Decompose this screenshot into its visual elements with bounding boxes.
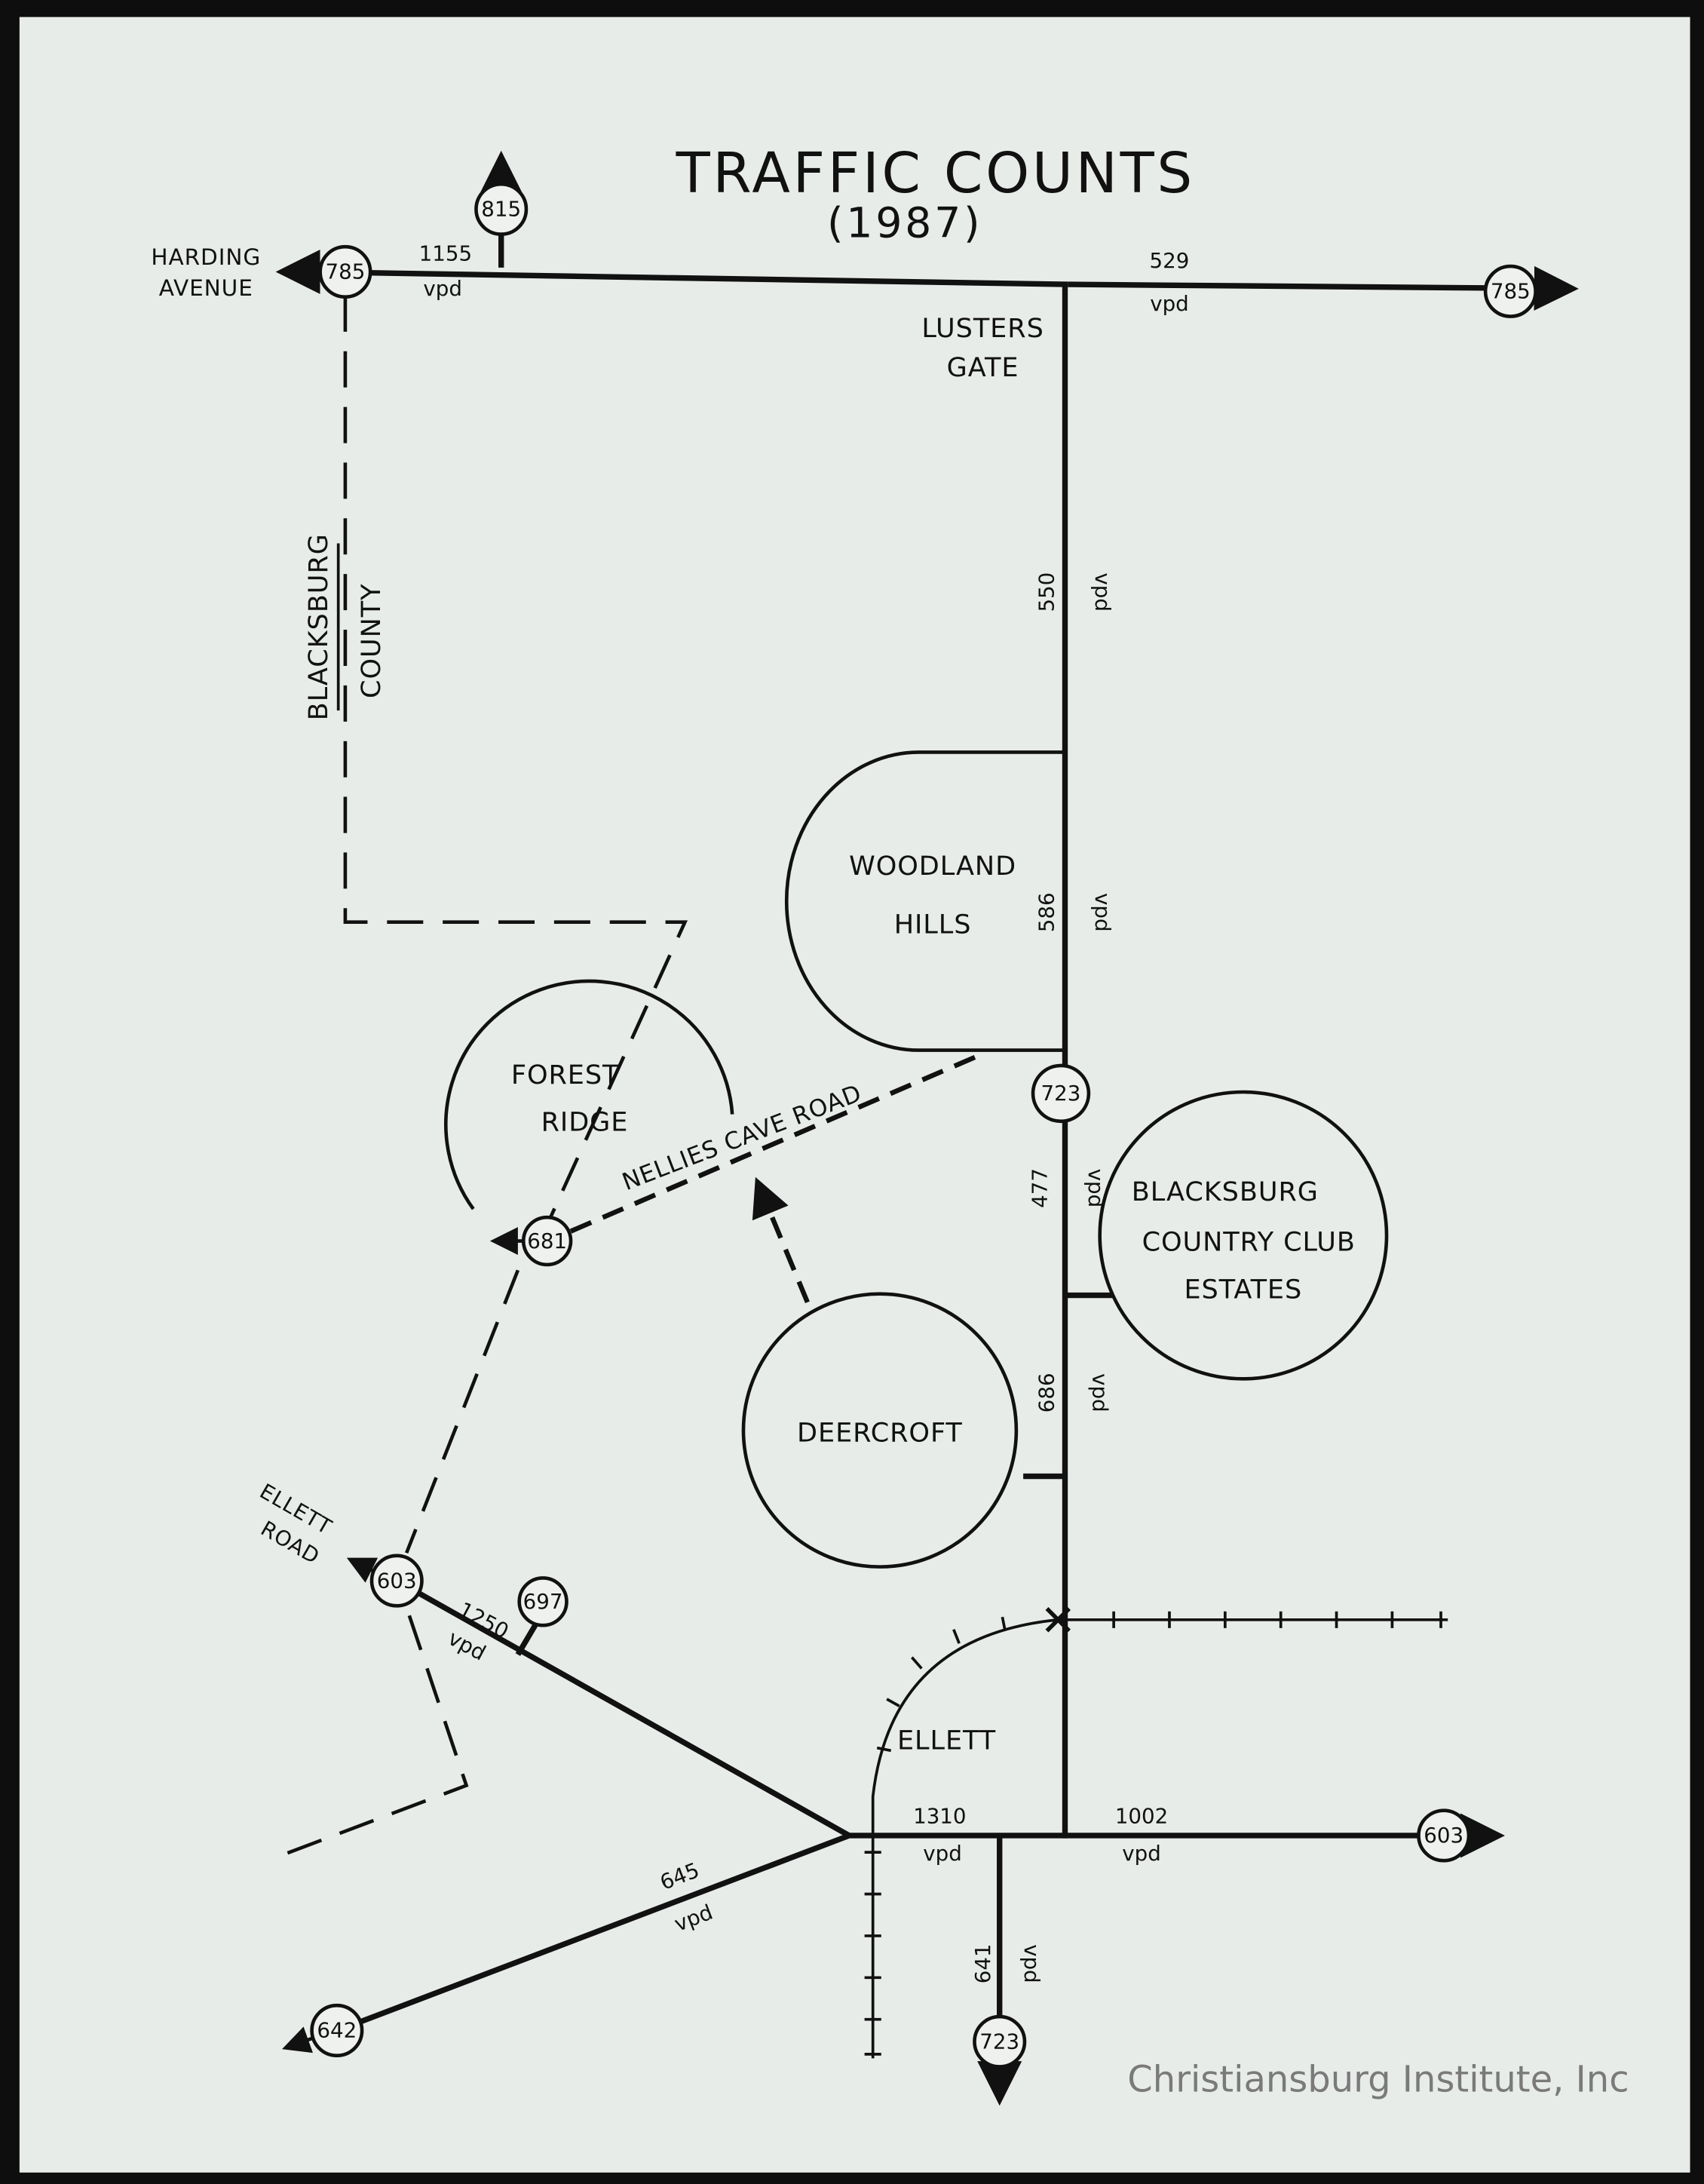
map-title: TRAFFIC COUNTS: [676, 141, 1195, 206]
road-642: [340, 1833, 850, 2032]
route-shield-642: [310, 2003, 364, 2058]
count-1310: 1310: [913, 1803, 966, 1828]
route-shield-723: [1031, 1063, 1091, 1124]
count-686: 686: [1034, 1373, 1059, 1413]
railroad: [864, 1607, 1448, 2059]
road-697: [515, 1622, 539, 1656]
route-label: 815: [481, 197, 521, 222]
watermark: Christiansburg Institute, Inc: [1127, 2059, 1629, 2101]
county-label: COUNTY: [356, 584, 387, 698]
count-529: 529: [1150, 248, 1190, 273]
count-586: 586: [1034, 892, 1059, 932]
count-unit: vpd: [923, 1841, 962, 1866]
hills-label: HILLS: [894, 909, 972, 940]
route-shield-723-south: [973, 2014, 1027, 2069]
arrow-603-west: [346, 1557, 378, 1583]
route-shield-815: [474, 182, 529, 236]
route-shield-603-west: [369, 1554, 424, 1608]
bcc-label-1: BLACKSBURG: [1132, 1176, 1319, 1207]
count-unit: vpd: [1122, 1841, 1161, 1866]
blacksburg-label: BLACKSBURG: [303, 533, 334, 720]
route-label: 642: [317, 2018, 357, 2043]
forest-ridge-area: [444, 979, 734, 1210]
route-label: 603: [377, 1568, 417, 1593]
avenue-label: AVENUE: [159, 275, 253, 301]
route-label: 681: [527, 1228, 567, 1253]
count-unit: vpd: [1090, 572, 1115, 612]
route-label: 603: [1424, 1823, 1463, 1848]
count-unit: vpd: [423, 276, 462, 301]
bcc-label-3: ESTATES: [1184, 1274, 1302, 1305]
ridge-label: RIDGE: [541, 1107, 629, 1138]
map-year: (1987): [827, 199, 982, 247]
country-club-area: [1098, 1090, 1389, 1381]
nellies-cave-road: [569, 1052, 982, 1234]
deercroft-proposed-connector: [752, 1176, 810, 1304]
forest-label: FOREST: [511, 1060, 620, 1090]
count-1155: 1155: [419, 241, 472, 266]
count-477: 477: [1027, 1168, 1052, 1208]
harding-label: HARDING: [151, 244, 261, 270]
paper: [19, 17, 1690, 2173]
count-unit: vpd: [1083, 1169, 1108, 1208]
woodland-label: WOODLAND: [849, 851, 1016, 882]
route-shield-697: [517, 1576, 569, 1627]
route-label: 697: [523, 1589, 563, 1614]
count-641: 641: [970, 1943, 995, 1983]
route-label: 723: [1041, 1081, 1081, 1106]
count-1002: 1002: [1115, 1803, 1168, 1828]
deercroft-area: [741, 1292, 1019, 1569]
route-shield-603-east: [1417, 1808, 1471, 1863]
count-unit: vpd: [1019, 1944, 1044, 1983]
count-unit: vpd: [1087, 1373, 1112, 1413]
road-785-west: [308, 268, 1068, 287]
county-boundary: [277, 295, 688, 1858]
bcc-label-2: COUNTRY CLUB: [1142, 1226, 1356, 1257]
lusters-label: LUSTERS: [921, 313, 1044, 344]
count-unit: vpd: [1150, 291, 1189, 316]
deercroft-label: DEERCROFT: [797, 1417, 963, 1448]
road-603-west: [395, 1578, 851, 1839]
count-unit: vpd: [1090, 893, 1115, 932]
route-shield-785-west: [318, 244, 372, 299]
route-label: 785: [1491, 279, 1531, 304]
ellett-label: ELLETT: [897, 1725, 996, 1756]
woodland-hills-area: [784, 750, 1065, 1052]
route-label: 723: [979, 2029, 1019, 2054]
route-shield-785-east: [1483, 264, 1537, 318]
boundary-label: BLACKSBURG COUNTY: [303, 533, 387, 720]
count-550: 550: [1034, 572, 1059, 612]
route-shield-681: [521, 1215, 573, 1267]
road-785-east: [1068, 265, 1579, 311]
route-label: 785: [325, 259, 365, 284]
gate-label: GATE: [947, 352, 1019, 383]
